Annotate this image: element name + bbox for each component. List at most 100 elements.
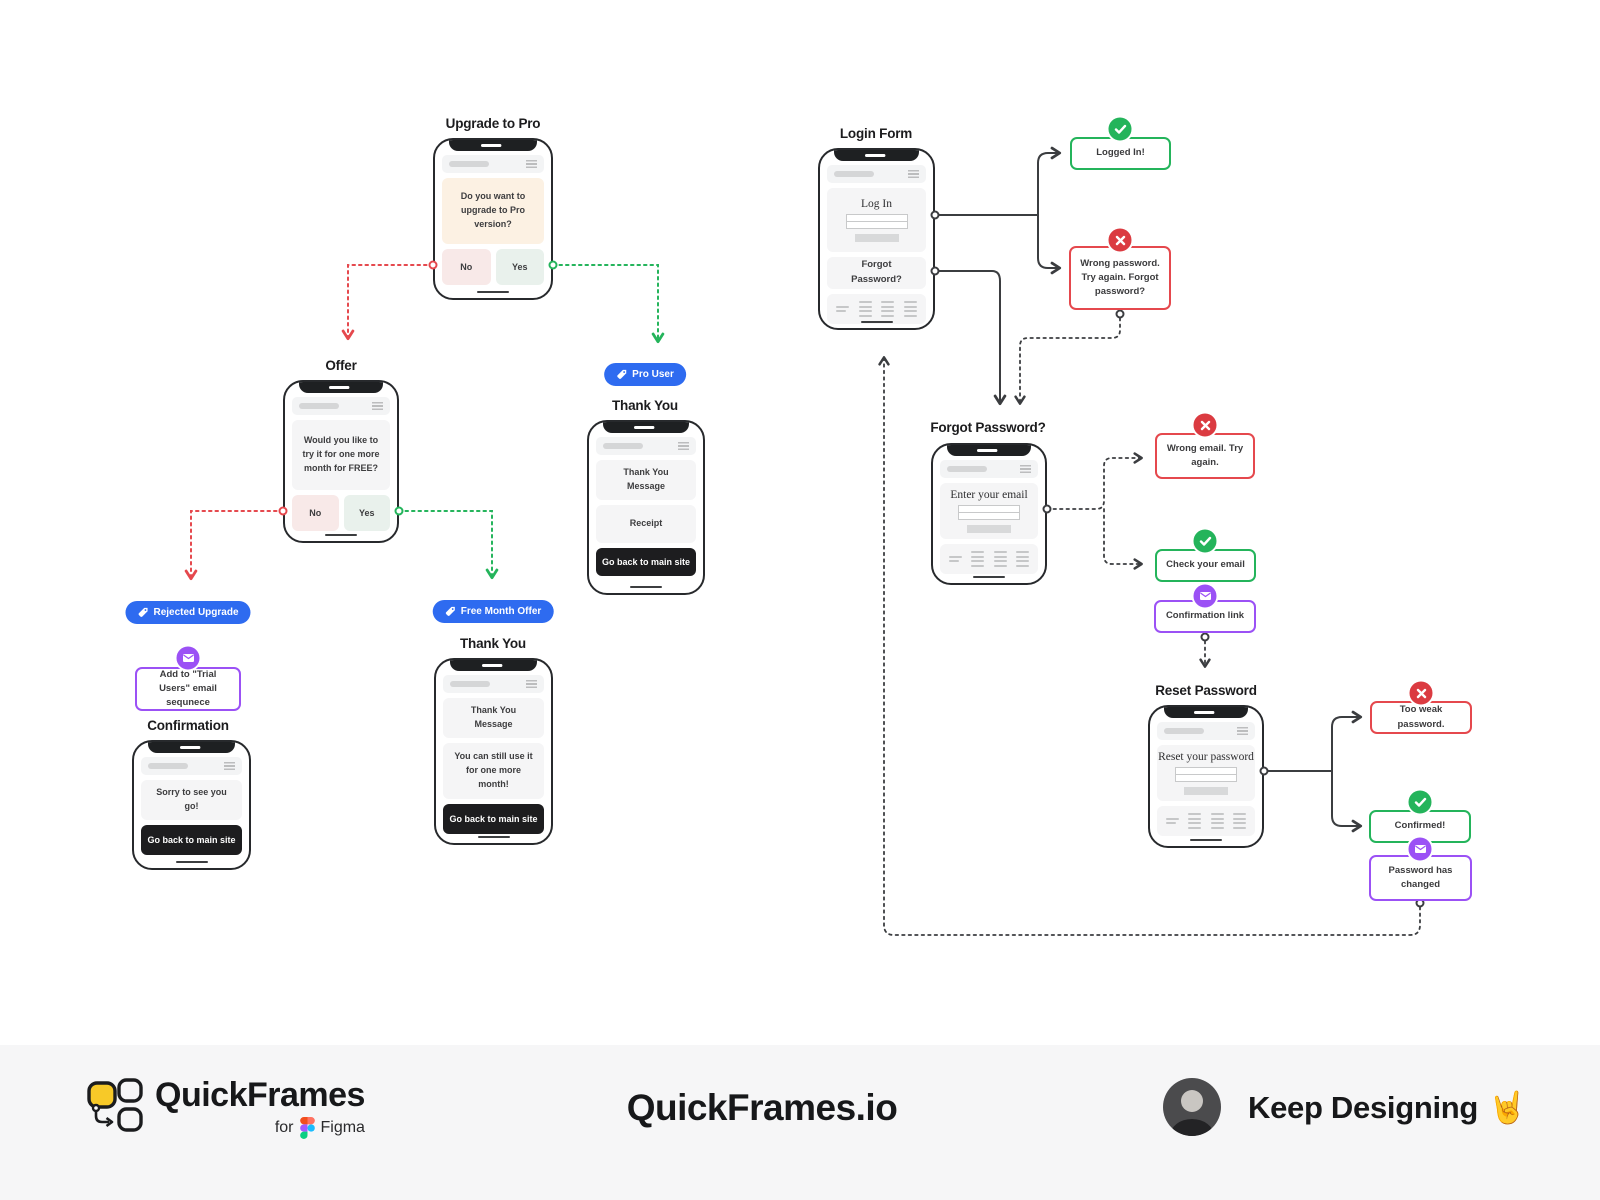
reset-form-wireframe: Reset your password: [1157, 745, 1255, 801]
tag-icon: [138, 607, 148, 617]
quickframes-logo-icon: [87, 1078, 143, 1132]
forgot-screen-title: Enter your email: [950, 489, 1028, 501]
phone-notch: [299, 382, 383, 393]
home-indicator: [477, 835, 510, 838]
reset-screen-title: Reset your password: [1158, 751, 1254, 763]
phone-notch: [449, 140, 537, 151]
avatar: [1163, 1078, 1221, 1136]
offer-question: Would you like to try it for one more mo…: [292, 420, 390, 490]
home-indicator: [860, 320, 893, 323]
go-back-button[interactable]: Go back to main site: [443, 804, 544, 834]
badge-label: Free Month Offer: [460, 606, 542, 617]
phone-header: [141, 757, 242, 775]
yes-button[interactable]: Yes: [495, 249, 544, 285]
phone-notch: [1164, 707, 1248, 718]
phone-notch: [834, 150, 919, 161]
submit-button[interactable]: [967, 525, 1011, 533]
phone-thank-you-pro: Thank You Message Receipt Go back to mai…: [587, 420, 705, 595]
badge-label: Rejected Upgrade: [153, 607, 239, 618]
badge-pro-user[interactable]: Pro User: [604, 363, 686, 386]
menu-icon: [372, 402, 383, 410]
node-title-confirmation: Confirmation: [147, 718, 229, 733]
menu-icon: [526, 160, 537, 168]
email-icon: [1191, 582, 1219, 610]
no-button[interactable]: No: [292, 495, 339, 531]
thank-you-message: Thank You Message: [443, 698, 544, 738]
home-indicator: [1190, 838, 1222, 841]
node-title-thank-you-free: Thank You: [460, 636, 526, 651]
phone-offer: Would you like to try it for one more mo…: [283, 380, 399, 543]
go-back-button[interactable]: Go back to main site: [596, 548, 696, 576]
phone-header: [827, 165, 926, 183]
phone-header: [443, 675, 544, 693]
node-title-forgot: Forgot Password?: [930, 420, 1046, 435]
figma-label: Figma: [320, 1119, 365, 1137]
phone-notch: [450, 660, 537, 671]
phone-upgrade-to-pro: Do you want to upgrade to Pro version? N…: [433, 138, 553, 300]
badge-rejected-upgrade[interactable]: Rejected Upgrade: [125, 601, 251, 624]
no-button[interactable]: No: [442, 249, 491, 285]
login-screen-title: Log In: [861, 198, 892, 210]
phone-notch: [148, 742, 235, 753]
status-wrong-email: Wrong email. Try again.: [1155, 433, 1255, 479]
connector-wrongpass-forgot: [1014, 317, 1121, 405]
check-icon: [1106, 115, 1134, 143]
address-bar-placeholder: [603, 443, 643, 449]
submit-button[interactable]: [1184, 787, 1228, 795]
phone-header: [292, 397, 390, 415]
email-icon: [174, 644, 202, 672]
phone-login: Log In Forgot Password?: [818, 148, 935, 330]
tagline: Keep Designing 🤘: [1248, 1089, 1527, 1126]
email-icon: [1406, 835, 1434, 863]
node-title-reset: Reset Password: [1155, 683, 1257, 698]
confirm-password-field[interactable]: [1175, 774, 1237, 782]
email-field-2[interactable]: [958, 512, 1020, 520]
home-indicator: [630, 585, 662, 588]
password-field[interactable]: [845, 221, 908, 229]
go-back-button[interactable]: Go back to main site: [141, 825, 242, 855]
wireframe-footer: [827, 294, 926, 324]
connector-forgot-results: [1046, 452, 1143, 570]
check-icon: [1406, 788, 1434, 816]
connector-offer-yes: [398, 510, 499, 580]
brand-lockup: QuickFrames for Figma: [85, 1076, 365, 1140]
x-icon: [1191, 411, 1219, 439]
brand-name: QuickFrames: [155, 1076, 365, 1114]
connector-upgrade-no: [341, 264, 434, 341]
home-indicator: [325, 533, 357, 536]
figma-logo-icon: [299, 1117, 315, 1140]
node-title-login: Login Form: [839, 126, 913, 141]
phone-notch: [603, 422, 689, 433]
address-bar-placeholder: [450, 681, 490, 687]
site-url[interactable]: QuickFrames.io: [626, 1087, 898, 1128]
connector-reset-results: [1264, 710, 1363, 833]
node-title-upgrade: Upgrade to Pro: [445, 116, 541, 131]
forgot-password-link[interactable]: Forgot Password?: [827, 257, 926, 289]
status-wrong-password: Wrong password. Try again. Forgot passwo…: [1069, 246, 1171, 310]
free-month-note: You can still use it for one more month!: [443, 743, 544, 799]
menu-icon: [224, 762, 235, 770]
address-bar-placeholder: [1164, 728, 1204, 734]
phone-forgot-password: Enter your email: [931, 443, 1047, 585]
address-bar-placeholder: [947, 466, 987, 472]
tag-icon: [445, 606, 455, 616]
yes-button[interactable]: Yes: [343, 495, 390, 531]
home-indicator: [477, 290, 509, 293]
wireframe-footer: [940, 544, 1038, 574]
node-title-offer: Offer: [325, 358, 357, 373]
menu-icon: [526, 680, 537, 688]
x-icon: [1106, 226, 1134, 254]
phone-confirmation: Sorry to see you go! Go back to main sit…: [132, 740, 251, 870]
submit-button[interactable]: [854, 234, 899, 242]
phone-thank-you-free: Thank You Message You can still use it f…: [434, 658, 553, 845]
menu-icon: [908, 170, 919, 178]
phone-header: [442, 155, 544, 173]
tagline-text: Keep Designing: [1248, 1089, 1479, 1125]
node-title-thank-you-pro: Thank You: [612, 398, 678, 413]
badge-free-month-offer[interactable]: Free Month Offer: [432, 600, 554, 623]
connector-login-forgot: [935, 270, 1007, 406]
address-bar-placeholder: [299, 403, 339, 409]
connector-offer-no: [184, 510, 284, 581]
upgrade-question: Do you want to upgrade to Pro version?: [442, 178, 544, 244]
